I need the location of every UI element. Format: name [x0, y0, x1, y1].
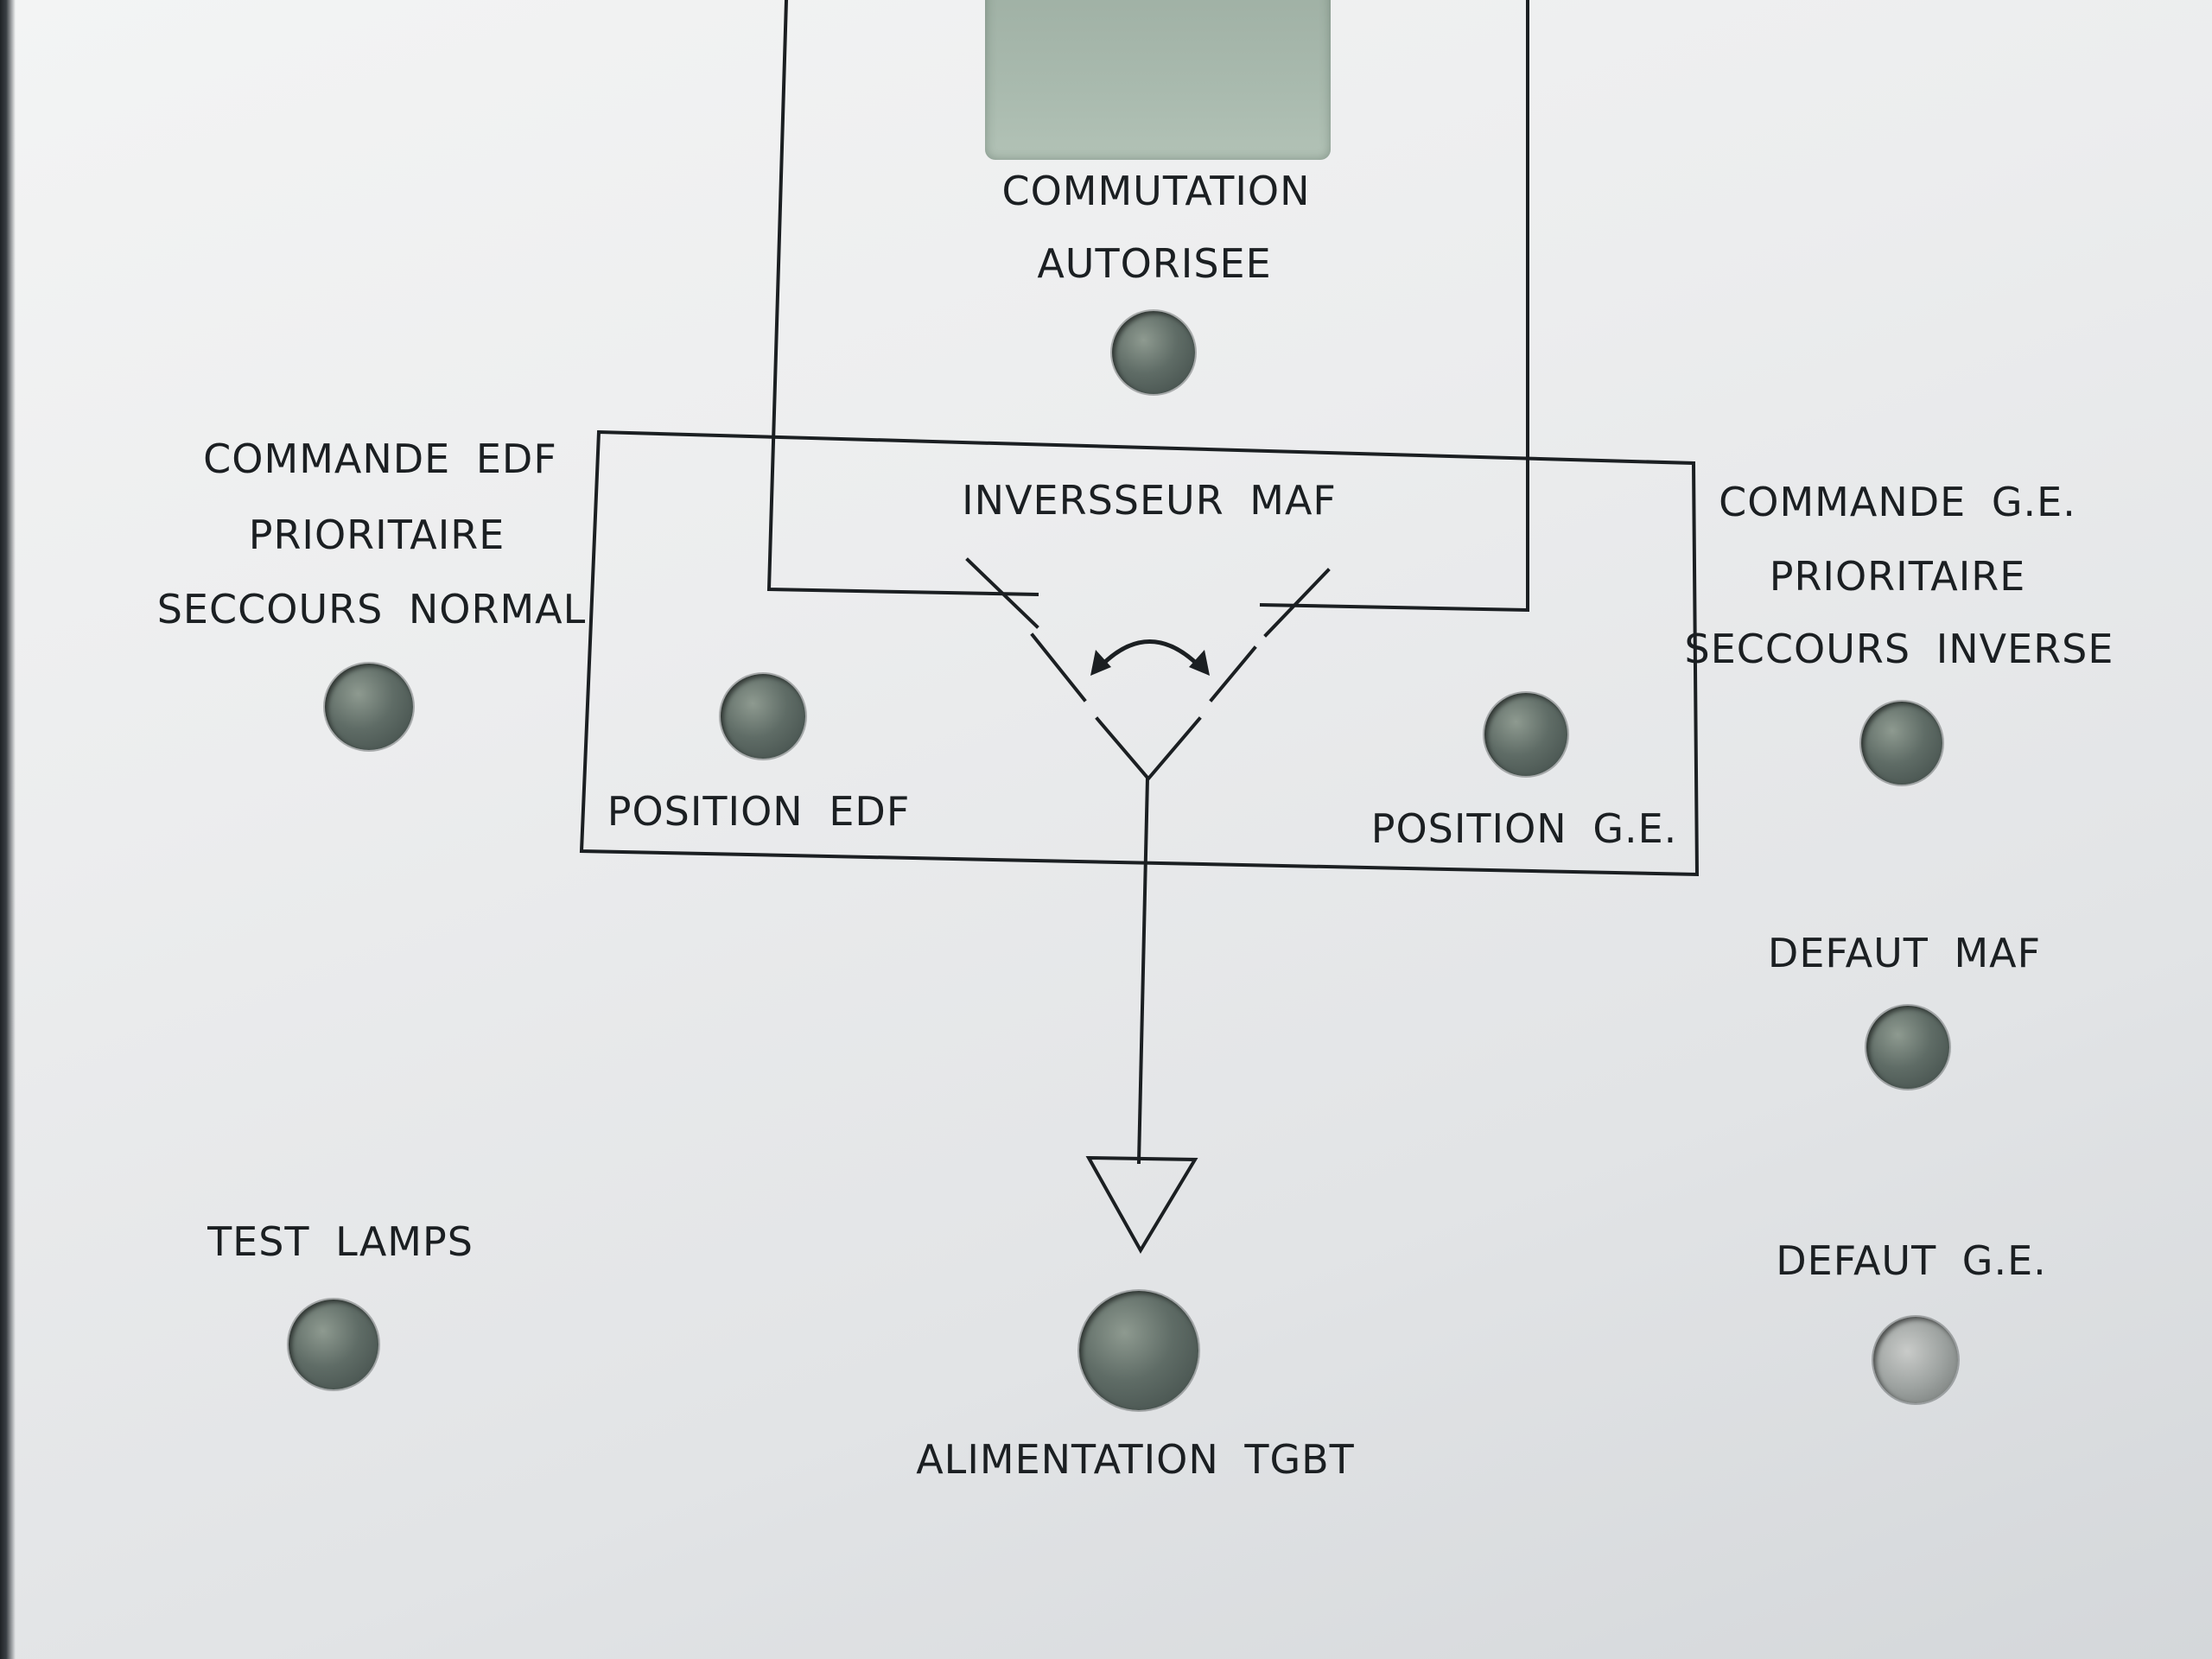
defaut-maf-label: DEFAUT MAF	[1767, 930, 2042, 976]
commande-edf-prioritaire-label: PRIORITAIRE	[248, 512, 505, 558]
autorisee-label: AUTORISEE	[1037, 240, 1272, 287]
switch-leg-right-bottom	[1147, 716, 1202, 780]
lcd-display-window	[985, 0, 1331, 160]
position-ge-lamp	[1484, 693, 1567, 776]
commande-ge-seccours-label: SECCOURS INVERSE	[1684, 626, 2114, 672]
defaut-maf-lamp	[1866, 1006, 1949, 1089]
position-edf-label: POSITION EDF	[607, 788, 911, 835]
commande-edf-label: COMMANDE EDF	[203, 435, 557, 482]
output-triangle	[1085, 1155, 1198, 1254]
alimentation-tgbt-label: ALIMENTATION TGBT	[916, 1436, 1355, 1483]
commande-ge-lamp	[1861, 702, 1942, 785]
commande-ge-prioritaire-label: PRIORITAIRE	[1769, 553, 2026, 600]
inversseur-title: INVERSSEUR MAF	[962, 477, 1337, 524]
test-lamps-lamp	[289, 1300, 378, 1389]
test-lamps-label: TEST LAMPS	[207, 1218, 474, 1265]
defaut-ge-label: DEFAUT G.E.	[1776, 1237, 2047, 1284]
switch-leg-right-lower	[1209, 645, 1257, 702]
commande-ge-label: COMMANDE G.E.	[1719, 479, 2076, 525]
switch-leg-left-lower	[1030, 632, 1087, 702]
plate-edge-shadow	[0, 0, 16, 1659]
commutation-label: COMMUTATION	[1001, 168, 1311, 214]
upper-frame	[766, 0, 1039, 597]
commande-edf-seccours-label: SECCOURS NORMAL	[156, 586, 587, 632]
commutation-lamp	[1112, 311, 1195, 394]
arrow-head-right	[1189, 650, 1210, 676]
alimentation-tgbt-lamp	[1079, 1291, 1198, 1410]
switch-leg-left-bottom	[1095, 716, 1150, 780]
arrow-head-left	[1090, 650, 1111, 676]
inversseur-box	[579, 429, 1700, 877]
position-ge-label: POSITION G.E.	[1370, 805, 1678, 852]
defaut-ge-lamp	[1873, 1317, 1958, 1403]
feed-line	[1136, 775, 1150, 1165]
position-edf-lamp	[721, 674, 805, 759]
upper-frame-right	[1259, 0, 1529, 613]
switch-leg-left-upper	[965, 557, 1039, 629]
switch-leg-right-upper	[1263, 568, 1331, 638]
commande-edf-lamp	[325, 664, 413, 750]
curved-double-arrow-icon	[1094, 639, 1206, 673]
